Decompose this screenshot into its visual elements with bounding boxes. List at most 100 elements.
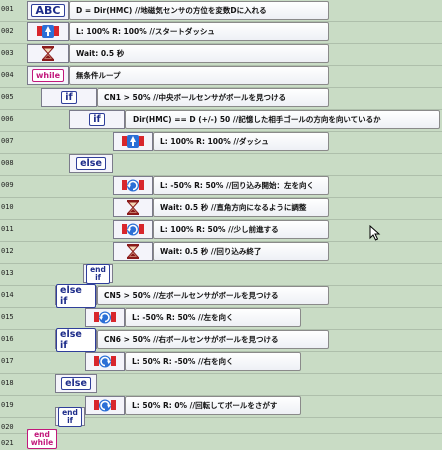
row-number: 020 xyxy=(1,423,14,431)
command-block[interactable] xyxy=(97,286,329,305)
command-text: Wait: 0.5 秒 xyxy=(76,49,125,58)
while-keyword-text: while xyxy=(30,437,54,447)
block-icon-if[interactable]: if xyxy=(69,110,125,129)
block-icon-else-if[interactable]: else if xyxy=(55,283,97,308)
row-divider xyxy=(0,351,442,352)
command-block[interactable] xyxy=(97,330,329,349)
block-icon-variable[interactable]: ABC xyxy=(27,1,69,20)
row-divider xyxy=(0,87,442,88)
command-text: CN6 > 50% //右ボールセンサがボールを見つける xyxy=(104,335,279,344)
end-keyword-text: end xyxy=(62,407,78,417)
command-text: Dir(HMC) == D (+/-) 50 //記憶した相手ゴールの方向を向い… xyxy=(133,115,381,124)
block-icon-end-if[interactable]: end if xyxy=(55,406,85,427)
if-keyword-text: if xyxy=(95,272,101,282)
row-number: 012 xyxy=(1,247,14,255)
row-divider xyxy=(0,43,442,44)
rotate-icon xyxy=(122,223,144,236)
block-icon-while[interactable]: while xyxy=(27,66,69,85)
row-number: 007 xyxy=(1,137,14,145)
block-icon-end-if[interactable]: end if xyxy=(83,263,113,284)
row-number: 008 xyxy=(1,159,14,167)
abc-keyword: ABC xyxy=(30,4,66,17)
row-divider xyxy=(0,329,442,330)
rotate-icon xyxy=(94,399,116,412)
row-divider xyxy=(0,307,442,308)
row-number: 019 xyxy=(1,401,14,409)
row-divider xyxy=(0,65,442,66)
row-number: 006 xyxy=(1,115,14,123)
row-number: 011 xyxy=(1,225,14,233)
command-block[interactable] xyxy=(153,198,329,217)
block-icon-motor[interactable] xyxy=(85,308,125,327)
rotate-icon xyxy=(122,179,144,192)
block-icon-wait[interactable] xyxy=(113,198,153,217)
command-block[interactable] xyxy=(69,1,329,20)
row-number: 001 xyxy=(1,5,14,13)
command-block[interactable] xyxy=(125,308,301,327)
row-number: 009 xyxy=(1,181,14,189)
block-icon-else-if[interactable]: else if xyxy=(55,327,97,352)
motor-icon xyxy=(122,135,144,148)
command-block[interactable] xyxy=(125,396,301,415)
row-divider xyxy=(0,21,442,22)
hourglass-icon xyxy=(126,244,140,259)
block-icon-wait[interactable] xyxy=(113,242,153,261)
command-block[interactable] xyxy=(153,176,329,195)
block-icon-end-while[interactable]: end while xyxy=(26,428,58,449)
hourglass-icon xyxy=(126,200,140,215)
row-number: 003 xyxy=(1,49,14,57)
block-icon-motor[interactable] xyxy=(85,352,125,371)
if-keyword: if xyxy=(89,113,105,126)
rotate-icon xyxy=(94,311,116,324)
row-divider xyxy=(0,197,442,198)
command-text: L: 100% R: 50% //少し前進する xyxy=(160,225,279,234)
row-number: 014 xyxy=(1,291,14,299)
block-icon-motor[interactable] xyxy=(27,22,69,41)
block-icon-motor[interactable] xyxy=(113,220,153,239)
row-divider xyxy=(0,285,442,286)
row-number: 002 xyxy=(1,27,14,35)
command-text: L: -50% R: 50% //左を向く xyxy=(132,313,234,322)
command-text: L: -50% R: 50% //回り込み開始：左を向く xyxy=(160,181,314,190)
rotate-icon xyxy=(94,355,116,368)
command-text: Wait: 0.5 秒 //回り込み終了 xyxy=(160,247,262,256)
row-divider xyxy=(0,109,442,110)
block-icon-else[interactable]: else xyxy=(55,374,97,393)
command-block[interactable] xyxy=(153,242,329,261)
row-divider xyxy=(0,263,442,264)
if-keyword-text: if xyxy=(67,415,73,425)
block-icon-wait[interactable] xyxy=(27,44,69,63)
end-keyword-text: end xyxy=(34,429,50,439)
command-text: L: 50% R: -50% //右を向く xyxy=(132,357,234,366)
row-number: 018 xyxy=(1,379,14,387)
end-if-keyword: end if xyxy=(58,406,82,427)
command-block[interactable] xyxy=(125,110,440,129)
command-block[interactable] xyxy=(125,352,301,371)
end-while-keyword: end while xyxy=(26,428,58,449)
command-block[interactable] xyxy=(153,220,329,239)
command-text: L: 100% R: 100% //スタートダッシュ xyxy=(76,27,215,36)
row-number: 021 xyxy=(1,439,14,447)
row-divider xyxy=(0,175,442,176)
command-block[interactable] xyxy=(69,44,329,63)
row-divider xyxy=(0,219,442,220)
motor-icon xyxy=(37,25,59,38)
block-icon-motor[interactable] xyxy=(113,132,153,151)
row-divider xyxy=(0,131,442,132)
command-block[interactable] xyxy=(153,132,329,151)
while-keyword: while xyxy=(32,69,64,82)
block-icon-motor[interactable] xyxy=(85,396,125,415)
command-text: L: 50% R: 0% //回転してボールをさがす xyxy=(132,401,278,410)
block-icon-if[interactable]: if xyxy=(41,88,97,107)
row-number: 017 xyxy=(1,357,14,365)
row-divider xyxy=(0,241,442,242)
command-text: D = Dir(HMC) //地磁気センサの方位を変数Dに入れる xyxy=(76,6,267,15)
block-icon-motor[interactable] xyxy=(113,176,153,195)
command-block[interactable] xyxy=(97,88,329,107)
if-keyword: if xyxy=(61,91,77,104)
else-if-keyword: else if xyxy=(56,327,96,352)
command-block[interactable] xyxy=(69,66,329,85)
row-divider xyxy=(0,433,442,434)
block-icon-else[interactable]: else xyxy=(69,154,113,173)
command-block[interactable] xyxy=(69,22,329,41)
